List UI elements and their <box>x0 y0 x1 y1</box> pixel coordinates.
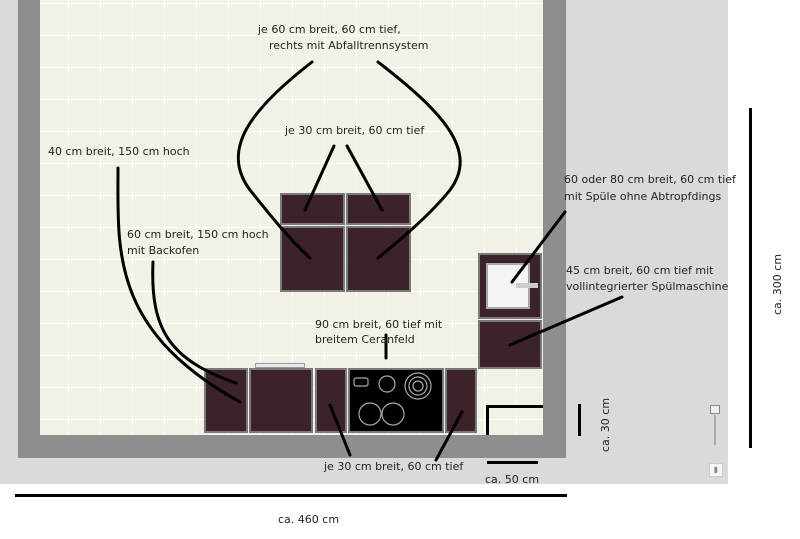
door-marker-horizontal <box>486 405 543 408</box>
burner-icons <box>353 372 432 426</box>
label-sink-line2: mit Spüle ohne Abtropfdings <box>564 190 722 203</box>
label-dishwasher-line2: vollintegrierter Spülmaschine <box>566 280 729 293</box>
label-dim-300: ca. 300 cm <box>771 253 784 315</box>
zoom-slider[interactable] <box>714 415 716 445</box>
label-oven-line2: mit Backofen <box>127 244 200 257</box>
island-cabinet-left[interactable] <box>280 226 345 292</box>
oven-handle <box>255 363 305 368</box>
dimension-bar-50 <box>487 461 538 464</box>
dimension-bar-30 <box>578 404 581 436</box>
label-dim-30: ca. 30 cm <box>599 397 612 452</box>
label-top-line1: je 60 cm breit, 60 cm tief, <box>258 23 401 36</box>
island-upper-cabinet-right[interactable] <box>346 193 411 225</box>
cooktop[interactable] <box>348 368 444 433</box>
oven-cabinet[interactable] <box>249 368 313 433</box>
zoom-icon[interactable] <box>710 405 720 414</box>
island-upper-cabinet-left[interactable] <box>280 193 345 225</box>
label-top-line2: rechts mit Abfalltrennsystem <box>269 39 429 52</box>
label-cooktop-line1: 90 cm breit, 60 tief mit <box>315 318 443 331</box>
label-sink-line1: 60 oder 80 cm breit, 60 cm tief <box>564 173 736 186</box>
label-dishwasher-line1: 45 cm breit, 60 cm tief mit <box>566 264 714 277</box>
label-upper-island: je 30 cm breit, 60 cm tief <box>285 124 425 137</box>
door-marker-vertical <box>486 405 489 435</box>
label-oven-line1: 60 cm breit, 150 cm hoch <box>127 228 269 241</box>
small-cabinet-right[interactable] <box>445 368 477 433</box>
room-floor <box>40 0 543 435</box>
label-tall-cabinet: 40 cm breit, 150 cm hoch <box>48 145 190 158</box>
label-dim-460: ca. 460 cm <box>278 513 340 526</box>
faucet-icon <box>516 283 538 288</box>
trash-icon[interactable]: ▮ <box>709 463 723 477</box>
label-dim-50: ca. 50 cm <box>485 473 540 486</box>
small-cabinet-left[interactable] <box>315 368 347 433</box>
dimension-bar-300 <box>749 108 752 448</box>
sink-cabinet[interactable] <box>478 253 542 319</box>
label-bottom-small: je 30 cm breit, 60 cm tief <box>324 460 464 473</box>
dimension-bar-460 <box>15 494 567 497</box>
label-cooktop-line2: breitem Ceranfeld <box>315 333 415 346</box>
